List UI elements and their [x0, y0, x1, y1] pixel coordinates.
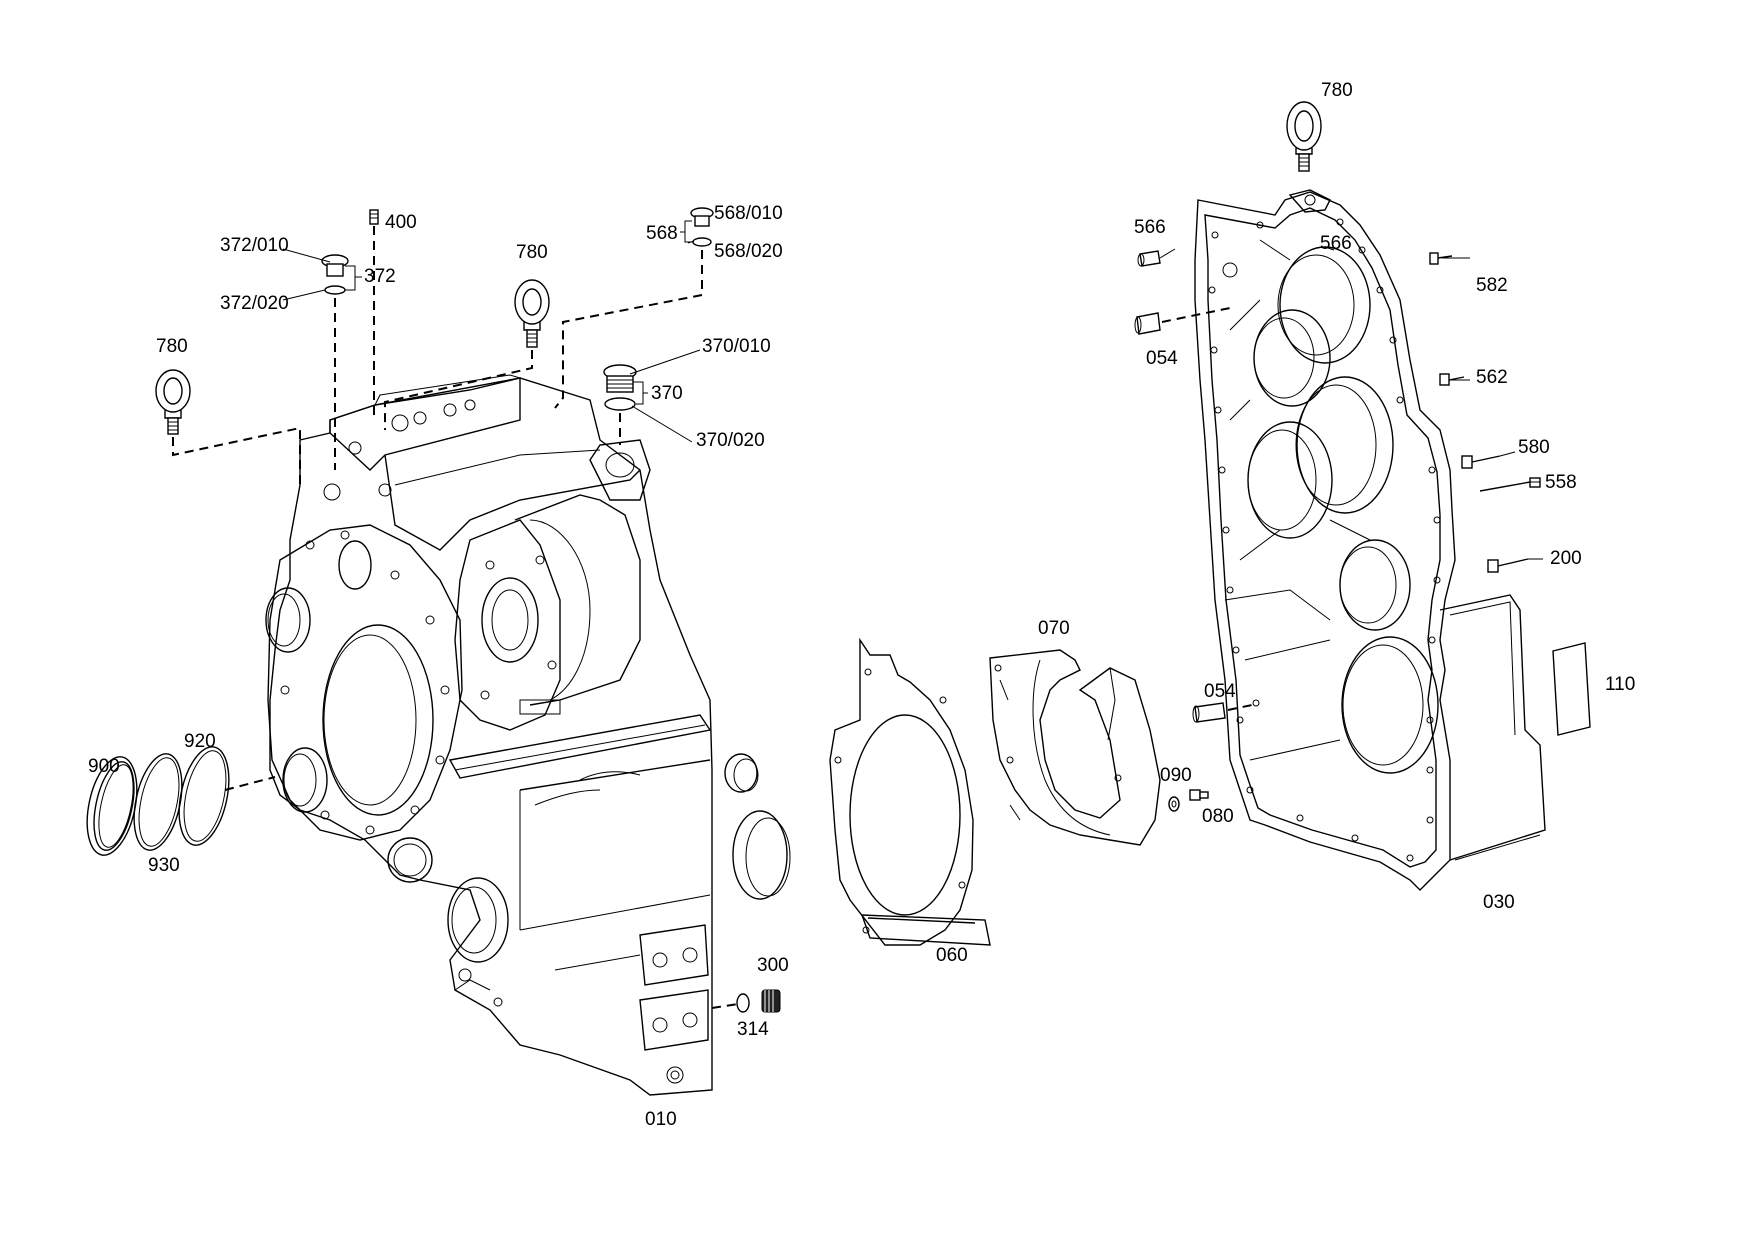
label-070: 070 — [1038, 618, 1070, 639]
label-080: 080 — [1202, 806, 1234, 827]
label-920: 920 — [184, 731, 216, 752]
label-372-020: 372/020 — [220, 293, 289, 314]
label-054-bot: 054 — [1204, 681, 1236, 702]
label-372-010: 372/010 — [220, 235, 289, 256]
label-200: 200 — [1550, 548, 1582, 569]
leader-054-bot — [1227, 704, 1253, 711]
leader-780-left — [172, 426, 301, 485]
shield-070 — [989, 649, 1161, 846]
label-930: 930 — [148, 855, 180, 876]
leader-054-top — [1161, 307, 1231, 323]
dowel-054-top — [1134, 312, 1161, 335]
leader-780-mid — [384, 350, 533, 430]
label-372: 372 — [364, 266, 396, 287]
cap-small — [724, 753, 759, 793]
eyebolt-780-mid — [514, 279, 550, 348]
dowel-054-bot — [1192, 699, 1260, 723]
cap-large — [732, 810, 791, 900]
plug-370 — [603, 364, 637, 411]
label-566-a: 566 — [1134, 217, 1166, 238]
label-568: 568 — [646, 223, 678, 244]
plug-400 — [369, 209, 379, 225]
eyebolt-780-left — [155, 369, 191, 435]
label-110: 110 — [1605, 674, 1635, 695]
bolt-580 — [1461, 455, 1501, 469]
callout-labels: 780 780 780 400 372/010 372 372/020 568 … — [88, 80, 1635, 1130]
label-370-020: 370/020 — [696, 430, 765, 451]
leader-lines — [282, 240, 1543, 560]
leader-rings — [224, 776, 276, 791]
bolt-558 — [1479, 477, 1541, 492]
bracket-568 — [680, 220, 693, 243]
plug-568 — [690, 207, 714, 247]
label-582: 582 — [1476, 275, 1508, 296]
label-566-b: 566 — [1320, 233, 1352, 254]
bracket-370 — [633, 381, 648, 405]
washer-090 — [1168, 796, 1180, 812]
bolt-582 — [1429, 252, 1453, 265]
label-370: 370 — [651, 383, 683, 404]
plate-110 — [1552, 642, 1591, 736]
bolt-080 — [1189, 789, 1209, 801]
label-370-010: 370/010 — [702, 336, 771, 357]
label-780-left: 780 — [156, 336, 188, 357]
label-314: 314 — [737, 1019, 769, 1040]
bolt-200 — [1487, 558, 1529, 573]
housing-010 — [265, 374, 713, 1096]
leader-568 — [554, 250, 703, 409]
label-558: 558 — [1545, 472, 1577, 493]
ring-920 — [178, 746, 230, 846]
pin-566 — [1137, 250, 1161, 267]
bracket-372 — [345, 265, 362, 291]
label-060: 060 — [936, 945, 968, 966]
label-562: 562 — [1476, 367, 1508, 388]
label-300: 300 — [757, 955, 789, 976]
label-580: 580 — [1518, 437, 1550, 458]
eyebolt-780-top — [1286, 101, 1322, 172]
cover-030 — [1194, 189, 1546, 891]
label-030: 030 — [1483, 892, 1515, 913]
label-568-020: 568/020 — [714, 241, 783, 262]
plug-372 — [321, 254, 349, 295]
label-090: 090 — [1160, 765, 1192, 786]
gasket-060 — [829, 637, 991, 946]
label-568-010: 568/010 — [714, 203, 783, 224]
plug-300 — [736, 989, 781, 1013]
label-780-top: 780 — [1321, 80, 1353, 101]
leader-300 — [711, 1003, 739, 1009]
label-780-mid: 780 — [516, 242, 548, 263]
label-400: 400 — [385, 212, 417, 233]
label-900: 900 — [88, 756, 120, 777]
label-010: 010 — [645, 1109, 677, 1130]
label-054-top: 054 — [1146, 348, 1178, 369]
